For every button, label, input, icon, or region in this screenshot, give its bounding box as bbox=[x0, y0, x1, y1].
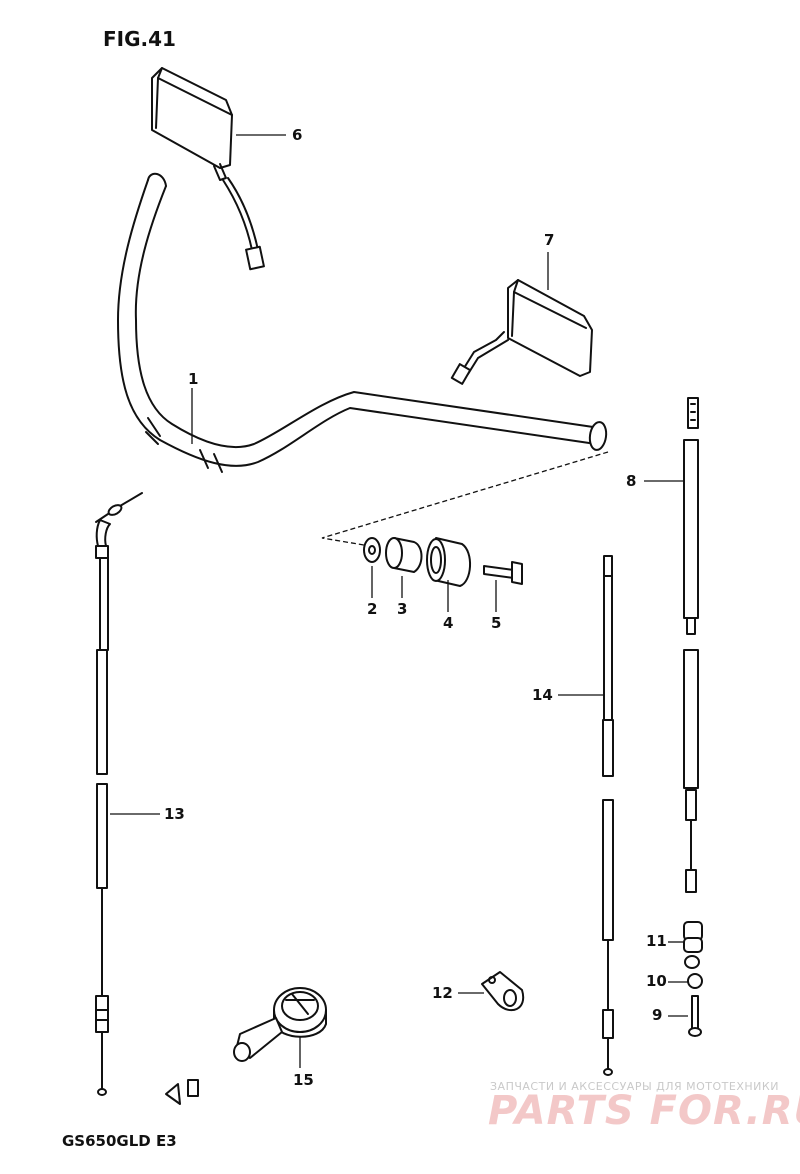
callout-10: 10 bbox=[646, 972, 667, 990]
throttle-cable-2 bbox=[602, 555, 614, 1076]
callout-7: 7 bbox=[544, 231, 554, 249]
callout-9: 9 bbox=[652, 1006, 662, 1024]
bar-end-parts bbox=[363, 537, 523, 587]
callout-3: 3 bbox=[397, 600, 407, 618]
handlebar bbox=[117, 172, 608, 473]
watermark-brand: PARTS FOR.RU bbox=[488, 1088, 800, 1134]
callout-2: 2 bbox=[367, 600, 377, 618]
choke-knob bbox=[233, 987, 327, 1062]
callout-15: 15 bbox=[293, 1071, 314, 1089]
callout-11: 11 bbox=[646, 932, 667, 950]
callout-6: 6 bbox=[292, 126, 302, 144]
callout-labels: 6 7 1 2 3 4 5 8 14 13 11 10 12 9 15 bbox=[164, 126, 667, 1089]
adjuster-parts bbox=[683, 921, 703, 1037]
callout-8: 8 bbox=[626, 472, 636, 490]
model-code: GS650GLD E3 bbox=[62, 1132, 177, 1150]
callout-13: 13 bbox=[164, 805, 185, 823]
callout-1: 1 bbox=[188, 370, 198, 388]
leader-lines bbox=[110, 134, 688, 1068]
callout-12: 12 bbox=[432, 984, 453, 1002]
clutch-cable bbox=[683, 397, 699, 893]
callout-5: 5 bbox=[491, 614, 501, 632]
mirror-right bbox=[450, 279, 593, 385]
front-arrow-icon bbox=[165, 1079, 199, 1105]
throttle-cable bbox=[95, 492, 143, 1096]
watermark-caption: ЗАПЧАСТИ И АКСЕССУАРЫ ДЛЯ МОТОТЕХНИКИ bbox=[490, 1080, 779, 1093]
mirror-left bbox=[151, 67, 265, 271]
callout-14: 14 bbox=[532, 686, 553, 704]
cable-clamp bbox=[481, 971, 525, 1012]
figure-title: FIG.41 bbox=[103, 27, 176, 51]
callout-4: 4 bbox=[443, 614, 453, 632]
